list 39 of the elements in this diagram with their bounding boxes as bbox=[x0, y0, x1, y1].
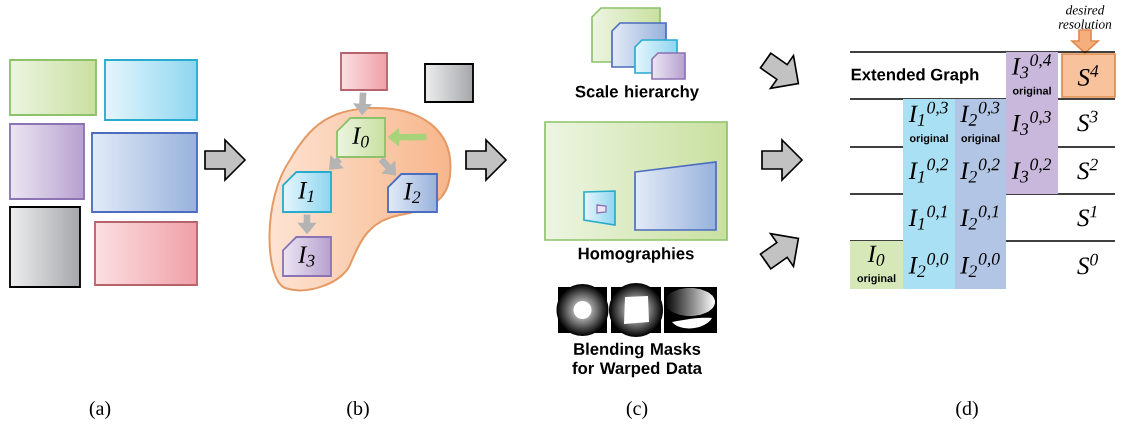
image-tile bbox=[94, 221, 198, 286]
caption: Blending Masks for Warped Data bbox=[572, 342, 703, 378]
image-tile: I$_{3}$ bbox=[282, 236, 332, 277]
image-tile bbox=[9, 206, 81, 288]
table-cell: I$_{3}$0,2 bbox=[1006, 147, 1058, 194]
image-tile bbox=[91, 132, 198, 213]
panel-label: (b) bbox=[347, 400, 369, 420]
math-label: S$^{2}$ bbox=[1077, 158, 1098, 180]
table-cell: I$_{2}$0,2 bbox=[955, 147, 1006, 194]
caption: Scale hierarchy bbox=[575, 85, 699, 101]
table-cell: I$_{2}$0,3 original bbox=[955, 99, 1006, 147]
table-cell: I$_{3}$0,4 original bbox=[1006, 52, 1058, 99]
image-tile: I$_{0}$ bbox=[336, 117, 386, 158]
image-tile bbox=[104, 59, 198, 121]
note: desired resolution bbox=[1058, 5, 1112, 29]
table-cell: I$_{2}$0,0 bbox=[955, 241, 1006, 289]
table-cell: I$_{0}$ original bbox=[850, 241, 903, 289]
panel-label: (c) bbox=[626, 400, 648, 420]
image-tile bbox=[424, 63, 474, 103]
math-label: S$^{0}$ bbox=[1077, 253, 1098, 275]
table-cell: S$^{4}$ bbox=[1061, 53, 1116, 98]
image-tile bbox=[340, 52, 388, 91]
image-tile bbox=[9, 123, 85, 200]
table-cell: I$_{1}$0,1 bbox=[903, 194, 955, 241]
math-label: S$^{3}$ bbox=[1077, 110, 1098, 132]
table-cell: I$_{2}$0,1 bbox=[955, 194, 1006, 241]
arrow bbox=[378, 156, 397, 176]
panel-label: (a) bbox=[89, 400, 111, 420]
image-tile: I$_{2}$ bbox=[387, 173, 438, 213]
math-label: S$^{1}$ bbox=[1077, 205, 1097, 227]
table-cell: I$_{3}$0,3 bbox=[1006, 99, 1058, 147]
table-cell: I$_{2}$0,0 bbox=[903, 241, 955, 289]
caption: Homographies bbox=[578, 247, 694, 263]
image-tile: I$_{1}$ bbox=[282, 171, 332, 213]
table-heading: Extended Graph bbox=[851, 68, 979, 84]
panel-label: (d) bbox=[956, 400, 978, 420]
image-tile bbox=[9, 59, 97, 116]
table-cell: I$_{1}$0,2 bbox=[903, 147, 955, 194]
table-cell: I$_{1}$0,3 original bbox=[903, 99, 955, 147]
